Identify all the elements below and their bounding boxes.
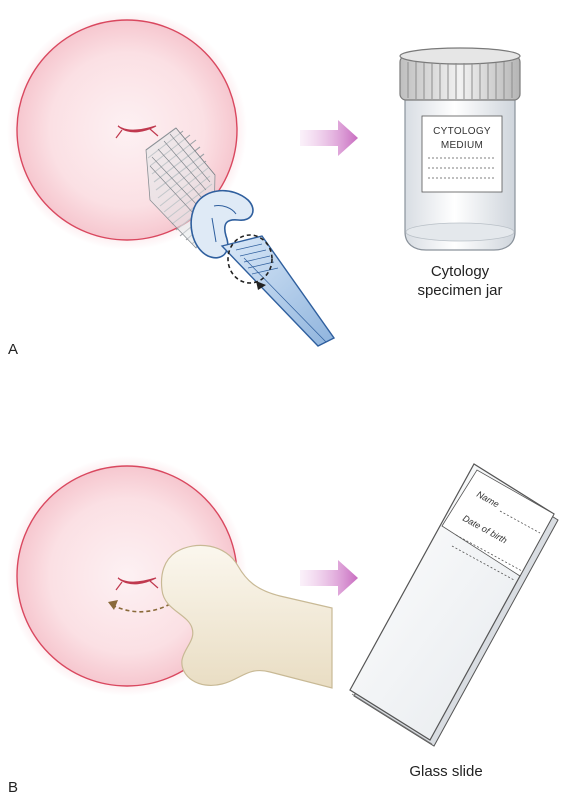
jar-label-line1: CYTOLOGY [433, 126, 491, 137]
transfer-arrow-a [300, 120, 358, 156]
jar-label-line2: MEDIUM [441, 140, 483, 151]
cytology-specimen-jar: CYTOLOGY MEDIUM [400, 48, 520, 250]
jar-caption-line2: specimen jar [417, 282, 502, 299]
panel-letter-a: A [8, 341, 18, 358]
cervical-spatula [162, 545, 332, 688]
slide-caption: Glass slide [409, 763, 482, 780]
panel-a: CYTOLOGY MEDIUM Cytology specimen jar A [7, 10, 520, 358]
panel-b: Name Date of birth Glass slide B [7, 456, 558, 796]
glass-slide: Name Date of birth [350, 464, 558, 746]
jar-caption-line1: Cytology [431, 263, 490, 280]
transfer-arrow-b [300, 560, 358, 596]
panel-letter-b: B [8, 779, 18, 796]
